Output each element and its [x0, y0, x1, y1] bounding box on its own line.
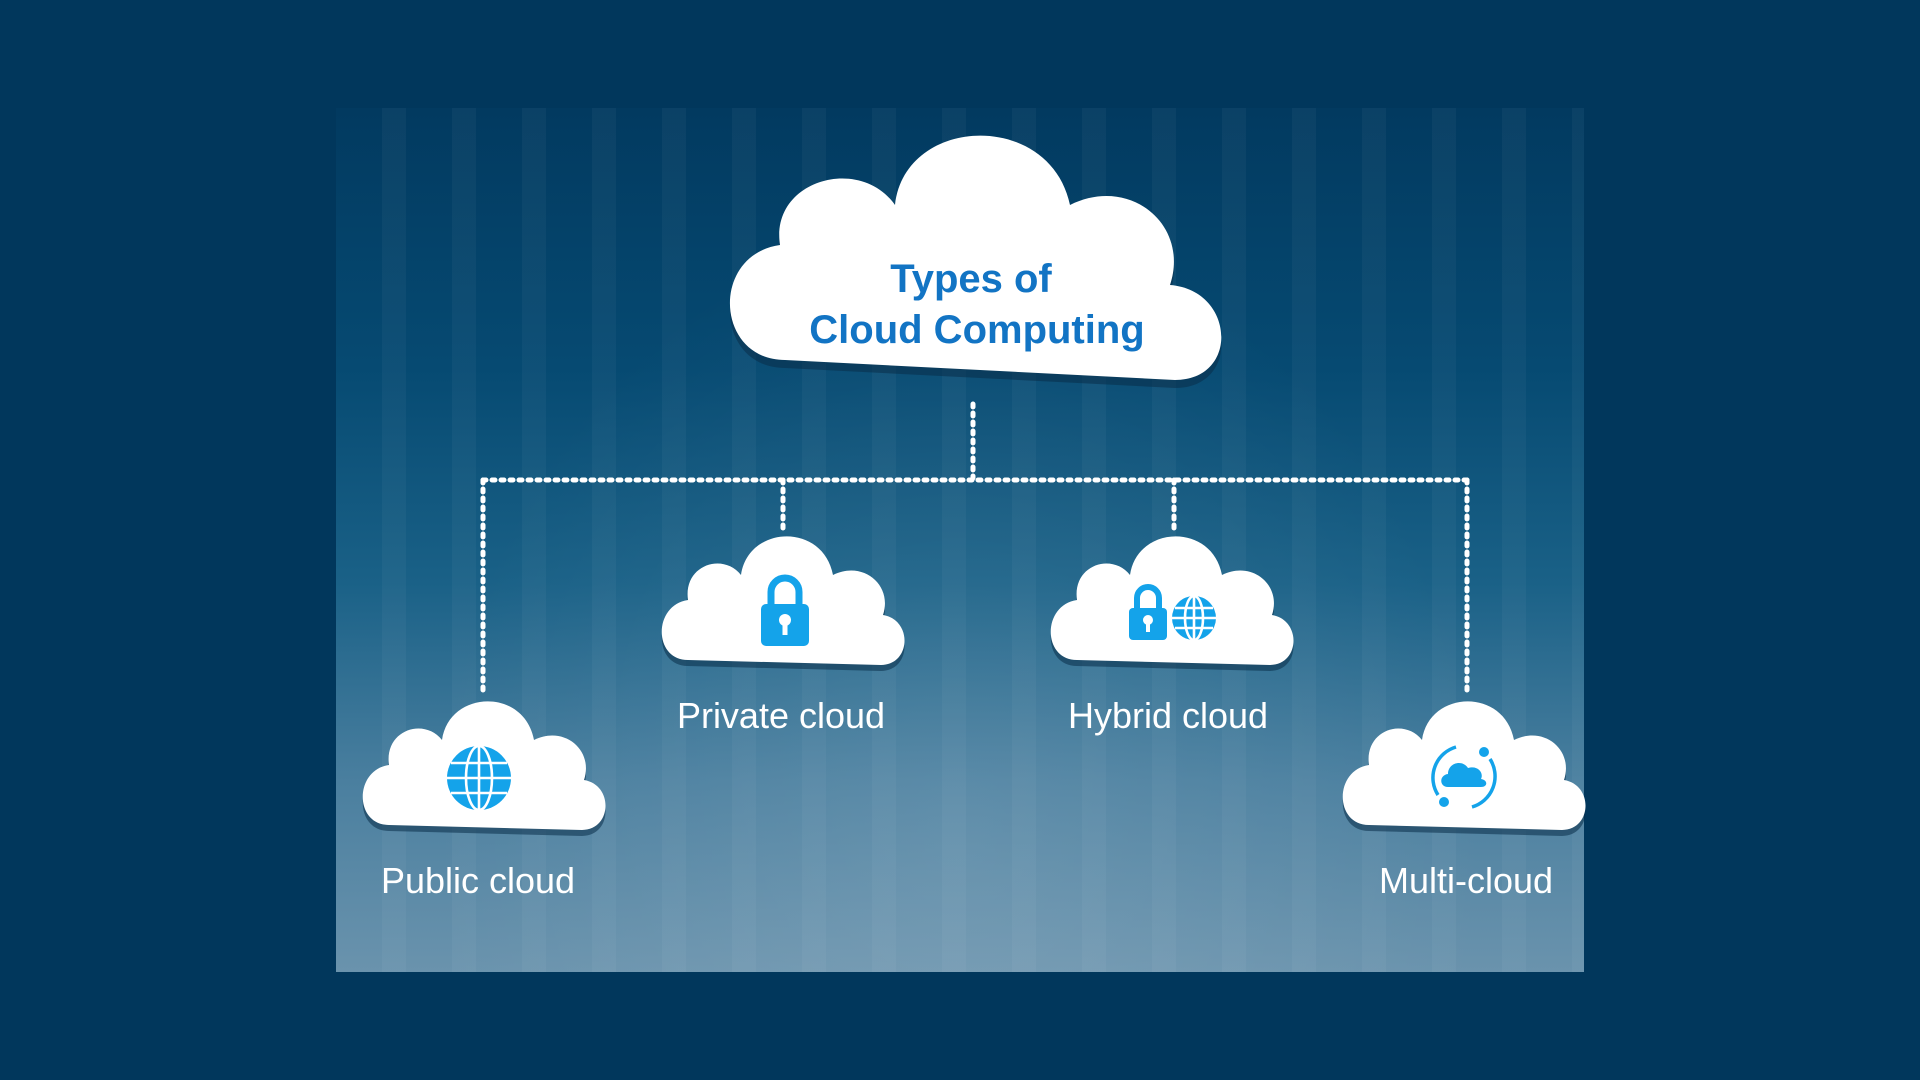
root-title-line1: Types of — [890, 257, 1052, 301]
node-public-cloud — [362, 701, 606, 836]
node-label-hybrid-cloud: Hybrid cloud — [1068, 695, 1268, 736]
node-label-public-cloud: Public cloud — [381, 860, 575, 901]
padlock-globe-icon — [1129, 584, 1216, 642]
node-hybrid-cloud — [1050, 536, 1294, 671]
node-label-multi-cloud: Multi-cloud — [1379, 860, 1553, 901]
node-label-private-cloud: Private cloud — [677, 695, 885, 736]
root-cloud: Types of Cloud Computing — [729, 135, 1222, 388]
padlock-icon — [761, 574, 809, 646]
globe-icon — [447, 744, 511, 812]
globe-icon — [1172, 594, 1216, 642]
node-private-cloud — [661, 536, 905, 671]
connector-lines — [480, 401, 1470, 698]
cloud-sync-icon — [1431, 745, 1497, 809]
root-title-line2: Cloud Computing — [809, 308, 1144, 352]
node-multi-cloud — [1342, 701, 1586, 836]
padlock-icon — [1129, 584, 1167, 640]
